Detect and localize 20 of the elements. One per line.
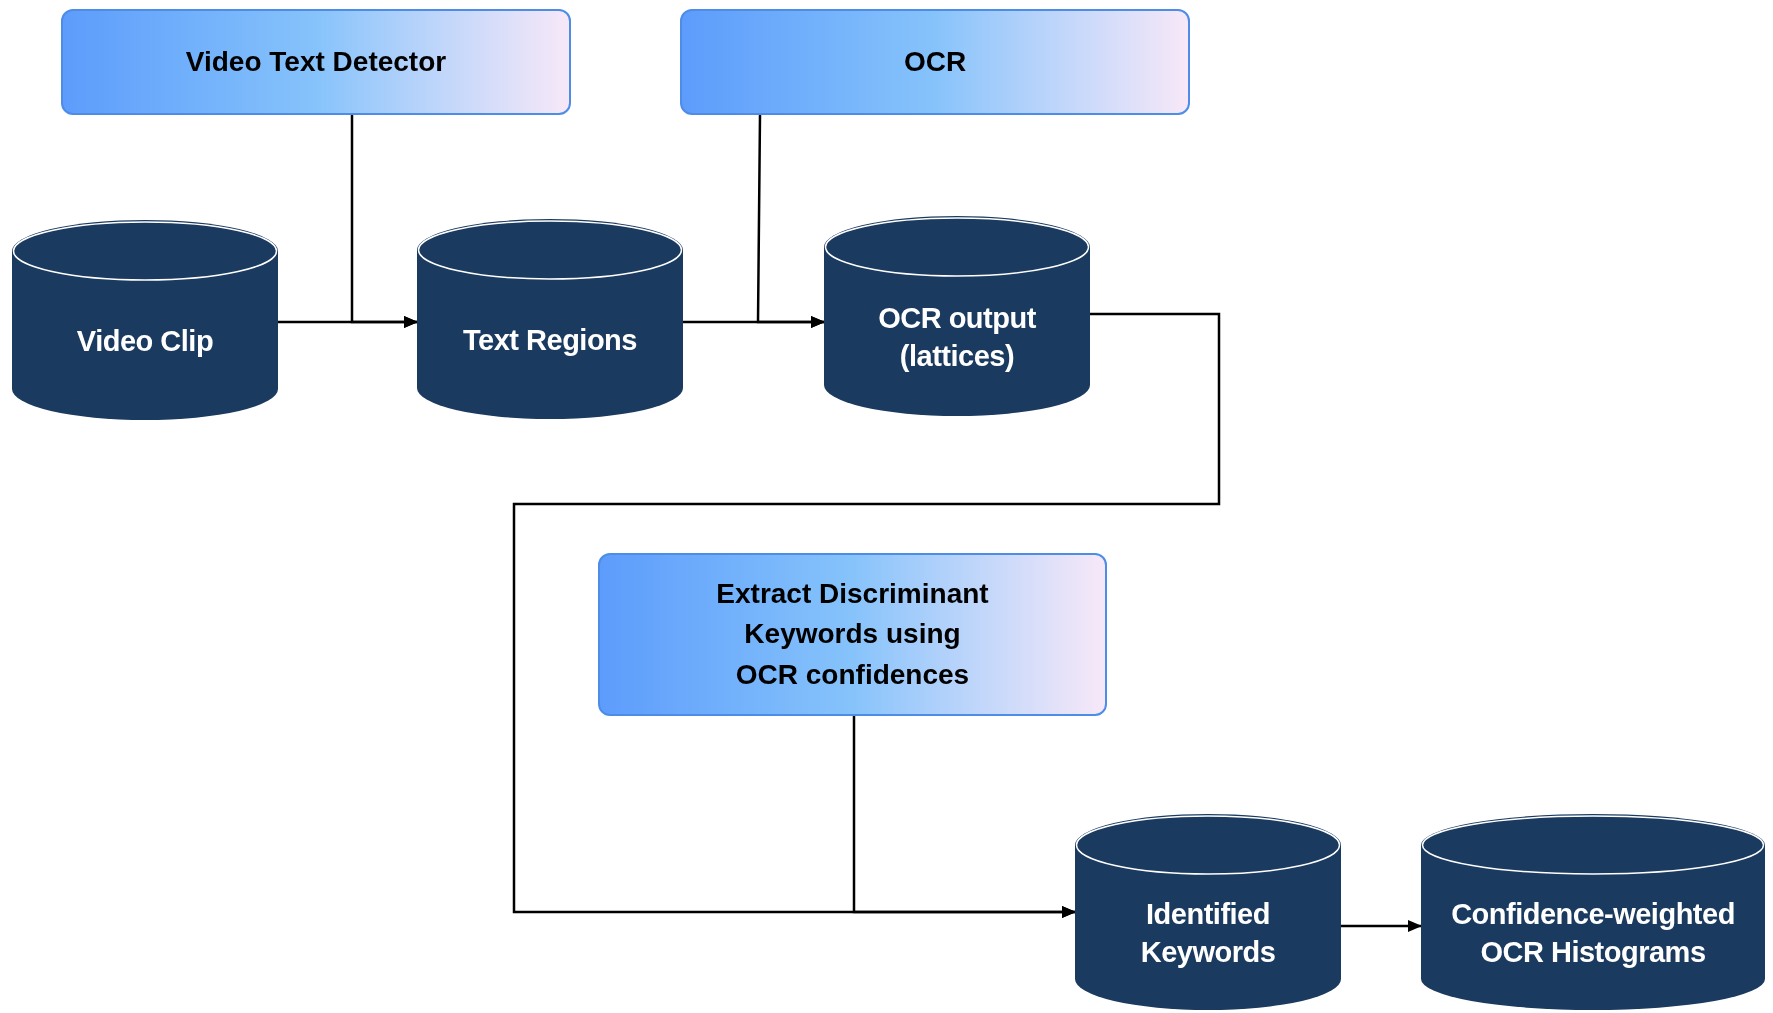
database-cylinder: [417, 219, 683, 419]
database-cylinder: [1421, 814, 1765, 1010]
process-label: Extract Discriminant Keywords using OCR confidences: [715, 576, 990, 692]
process-box: [598, 553, 1107, 716]
process-label: OCR: [903, 44, 967, 79]
process-box: [61, 9, 571, 115]
arrow: [852, 716, 1076, 918]
cylinder-label: OCR output (lattices): [877, 301, 1037, 374]
cylinder-label: Confidence-weighted OCR Histograms: [1450, 897, 1736, 970]
cylinder-label: Video Clip: [76, 323, 214, 359]
cylinder-label: Text Regions: [463, 322, 637, 358]
process-label: Video Text Detector: [185, 44, 447, 79]
arrow: [756, 115, 825, 328]
arrow: [350, 115, 418, 328]
process-box: [680, 9, 1190, 115]
database-cylinder: [824, 216, 1090, 416]
database-cylinder: [1075, 814, 1341, 1010]
cylinder-label: Identified Keywords: [1139, 897, 1277, 970]
arrow: [1341, 920, 1422, 932]
database-cylinder: [12, 220, 278, 420]
